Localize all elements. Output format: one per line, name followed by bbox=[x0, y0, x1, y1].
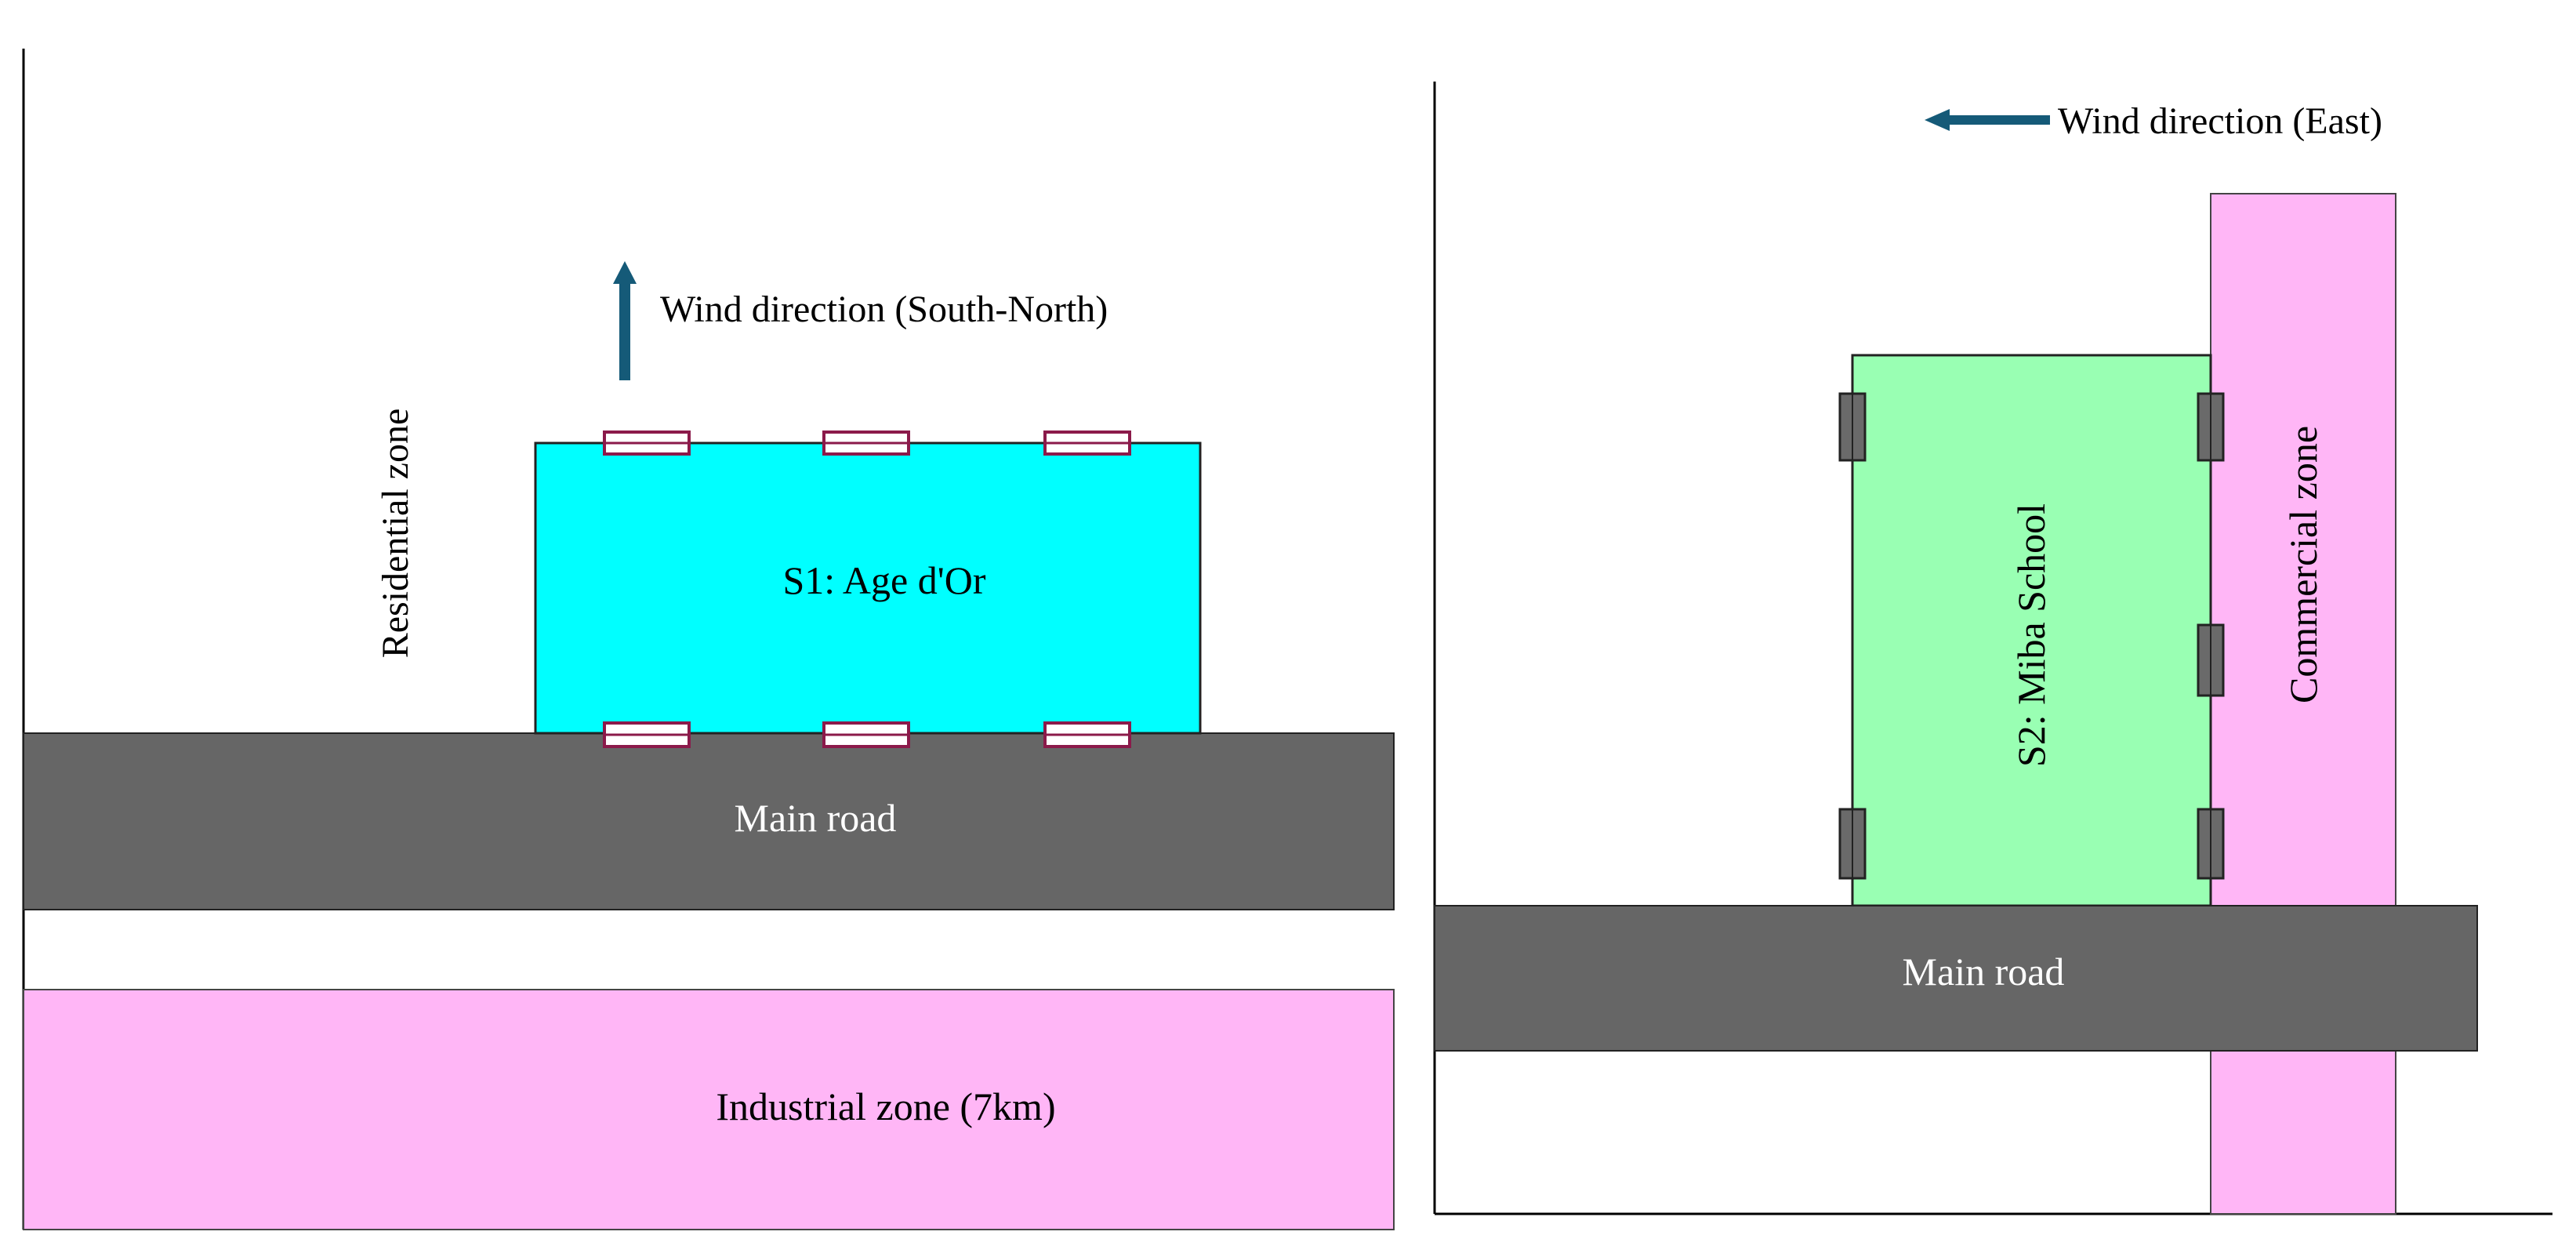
building-s2-label: S2: Miba School bbox=[2009, 503, 2053, 767]
window-s2-right-top bbox=[2197, 392, 2225, 462]
window-s1-bottom-3 bbox=[1043, 721, 1131, 748]
commercial-zone-label: Commercial zone bbox=[2281, 426, 2325, 703]
window-s1-bottom-1 bbox=[603, 721, 691, 748]
wind-direction-s2-label: Wind direction (East) bbox=[2058, 100, 2382, 142]
main-road-s1-label: Main road bbox=[735, 796, 897, 840]
window-s2-left-bottom bbox=[1838, 808, 1867, 880]
wind-arrow-west-icon bbox=[1925, 109, 2050, 131]
main-road-s2 bbox=[1434, 905, 2478, 1052]
window-s1-bottom-2 bbox=[822, 721, 910, 748]
wind-arrow-north-icon bbox=[613, 261, 637, 380]
main-road-s2-label: Main road bbox=[1903, 950, 2065, 994]
window-s2-right-middle bbox=[2197, 623, 2225, 697]
window-s1-top-1 bbox=[603, 431, 691, 456]
panel-s2: Main road S2: Miba School Commercial zon… bbox=[1433, 82, 2552, 1215]
residential-zone-label: Residential zone bbox=[375, 409, 416, 659]
industrial-zone-label: Industrial zone (7km) bbox=[716, 1084, 1055, 1128]
main-road-s1 bbox=[23, 732, 1395, 910]
industrial-zone bbox=[23, 989, 1395, 1230]
window-s2-left-top bbox=[1838, 392, 1867, 462]
panel-s1: Industrial zone (7km) Main road S1: Age … bbox=[22, 49, 1395, 1230]
wind-direction-s1-label: Wind direction (South-North) bbox=[660, 289, 1108, 330]
window-s1-top-3 bbox=[1043, 431, 1131, 456]
window-s2-right-bottom bbox=[2197, 808, 2225, 880]
window-s1-top-2 bbox=[822, 431, 910, 456]
building-s2 bbox=[1851, 354, 2212, 907]
building-s1-label: S1: Age d'Or bbox=[782, 558, 985, 602]
